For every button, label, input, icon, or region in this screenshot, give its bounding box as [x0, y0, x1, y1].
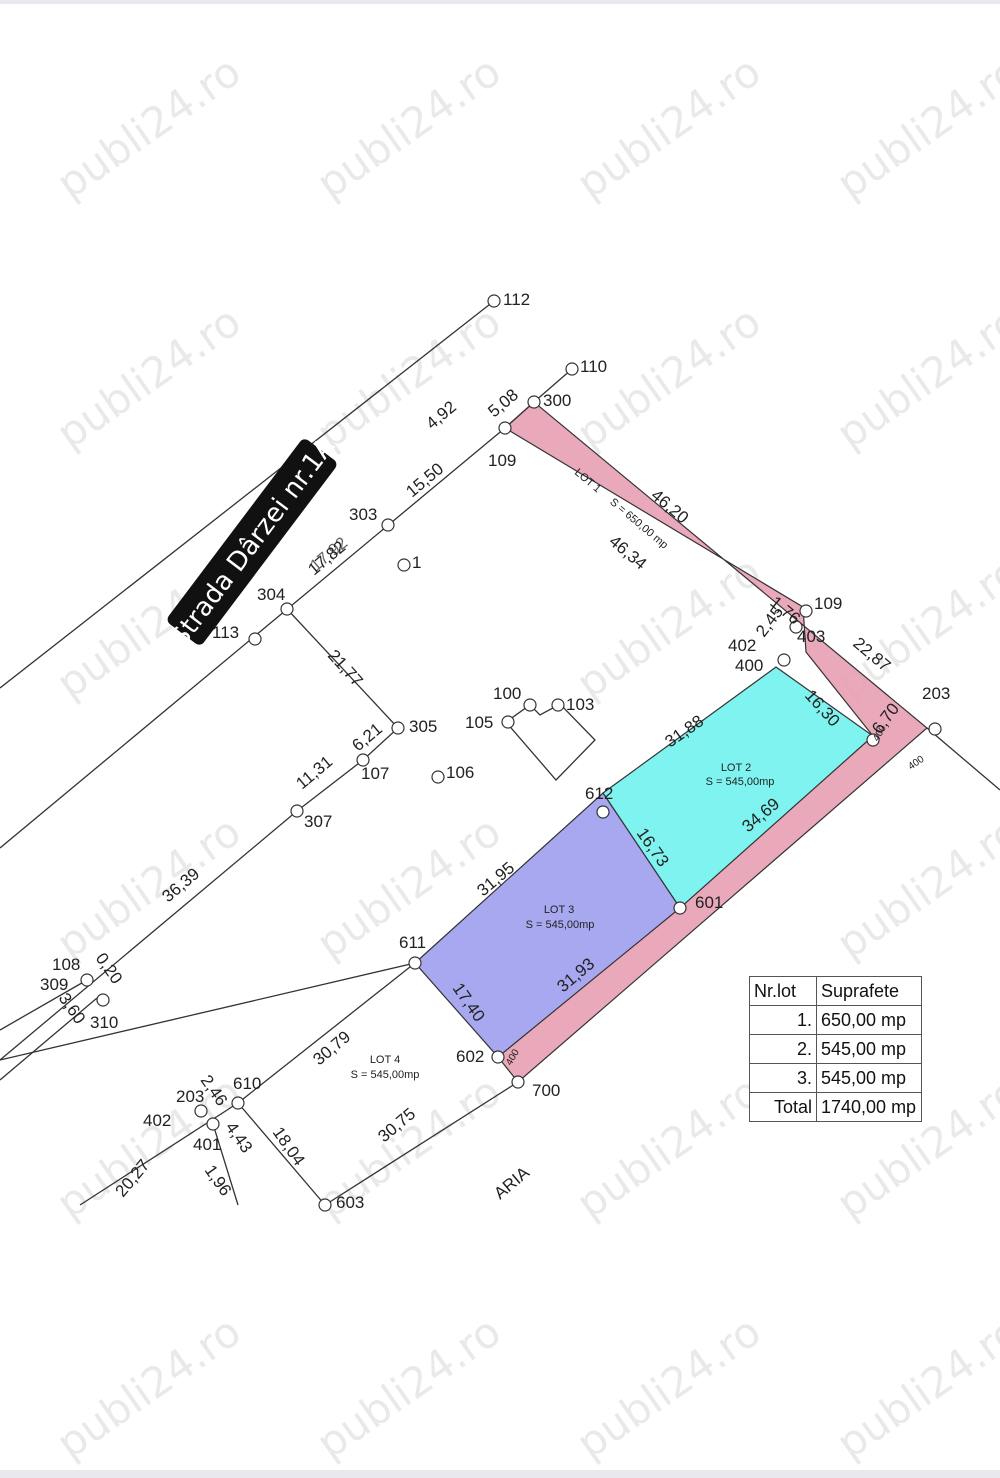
point-label: 203: [176, 1087, 204, 1106]
watermark: publi24.ro: [828, 806, 1000, 968]
watermark: publi24.ro: [308, 46, 510, 208]
point-label: 402: [143, 1111, 171, 1130]
point-label: 100: [493, 684, 521, 703]
street-name: Strada Dârzei nr.1A: [165, 432, 341, 652]
top-edge-bar: [0, 0, 1000, 4]
dimension-label: 11,31: [292, 752, 336, 793]
point-label: 603: [336, 1193, 364, 1212]
point-label: 307: [304, 812, 332, 831]
point-label: 402: [728, 636, 756, 655]
point-label: 103: [566, 695, 594, 714]
watermark: publi24.ro: [308, 1306, 510, 1468]
table-cell-lot: 3.: [749, 1063, 817, 1093]
point-label: 403: [797, 627, 825, 646]
table-header: Suprafete: [816, 976, 922, 1006]
table-row: 3. 545,00 mp: [749, 1063, 922, 1093]
watermark: publi24.ro: [48, 46, 250, 208]
table-cell-area: 650,00 mp: [816, 1005, 922, 1035]
point-label: 310: [90, 1013, 118, 1032]
dimension-label: 5,08: [484, 385, 522, 421]
point-label: 105: [465, 713, 493, 732]
point-label: 304: [257, 585, 285, 604]
watermark: publi24.ro: [828, 296, 1000, 458]
point-label: 1: [412, 553, 421, 572]
lot-2-name: LOT 2: [721, 762, 751, 774]
dimension-label: 46,34: [605, 532, 650, 574]
dimension-label: 6,21: [348, 719, 386, 755]
table-cell-lot: 1.: [749, 1005, 817, 1035]
table-row: Total 1740,00 mp: [749, 1092, 922, 1122]
dimension-label: 30,79: [309, 1027, 354, 1069]
point-label: 400: [735, 656, 763, 675]
watermark: publi24.ro: [568, 46, 770, 208]
point-label: 700: [532, 1081, 560, 1100]
point-label: 612: [585, 784, 613, 803]
lot-4-area-text: S = 545,00mp: [351, 1069, 420, 1081]
point-label: 107: [361, 764, 389, 783]
street-label-bg: [167, 439, 337, 645]
watermark: publi24.ro: [48, 1306, 250, 1468]
watermark: publi24.ro: [568, 1066, 770, 1228]
bottom-edge-bar: [0, 1470, 1000, 1478]
lot-4-name: LOT 4: [370, 1054, 400, 1066]
point-label: 110: [580, 357, 607, 376]
point-label: 108: [52, 955, 80, 974]
watermark: publi24.ro: [48, 296, 250, 458]
point-label: 106: [446, 763, 474, 782]
table-row: 2. 545,00 mp: [749, 1034, 922, 1064]
point-label: 109: [488, 451, 516, 470]
point-label: 309: [40, 975, 68, 994]
point-label: 113: [212, 623, 239, 642]
dimension-label: 1,96: [201, 1161, 236, 1199]
watermark: publi24.ro: [828, 1306, 1000, 1468]
point-label: 601: [695, 893, 723, 912]
table-cell-area: 1740,00 mp: [816, 1092, 922, 1122]
lot-2-area-text: S = 545,00mp: [706, 776, 775, 788]
dimension-label: 21,77: [324, 646, 367, 690]
table-header-row: Nr.lot Suprafete: [749, 976, 922, 1006]
watermark: publi24.ro: [568, 1306, 770, 1468]
dimension-label: 0,20: [92, 949, 127, 987]
table-cell-lot: 2.: [749, 1034, 817, 1064]
watermark: publi24.ro: [308, 296, 510, 458]
table-row: 1. 650,00 mp: [749, 1005, 922, 1035]
point-label: 303: [349, 505, 377, 524]
table-cell-lot: Total: [749, 1092, 817, 1122]
lot-3-area-text: S = 545,00mp: [526, 919, 595, 931]
point-label: 300: [543, 391, 571, 410]
table-cell-area: 545,00 mp: [816, 1034, 922, 1064]
area-table: Nr.lot Suprafete 1. 650,00 mp 2. 545,00 …: [749, 976, 922, 1122]
table-header: Nr.lot: [749, 976, 817, 1006]
watermark: publi24.ro: [828, 46, 1000, 208]
point-label: 109: [814, 594, 842, 613]
point-label: 602: [456, 1047, 484, 1066]
point-label: 112: [503, 290, 530, 309]
survey-points: [80, 294, 942, 1212]
lot-3-name: LOT 3: [544, 904, 574, 916]
dimension-label: 400: [906, 754, 926, 773]
point-label: 611: [399, 933, 426, 952]
point-labels: 112 110 300 109 303 1 304 113 109 402 40…: [40, 290, 950, 1212]
dimension-label: 4,92: [422, 397, 460, 433]
point-label: 203: [922, 684, 950, 703]
dimension-label: ARIA: [490, 1163, 533, 1203]
point-label: 305: [409, 717, 437, 736]
dimension-label: 4,43: [222, 1118, 257, 1156]
table-cell-area: 545,00 mp: [816, 1063, 922, 1093]
watermark: publi24.ro: [48, 806, 250, 968]
point-label: 401: [193, 1135, 221, 1154]
watermark: publi24.ro: [568, 296, 770, 458]
point-label: 610: [233, 1074, 261, 1093]
boundary-lines: [0, 300, 1000, 1206]
